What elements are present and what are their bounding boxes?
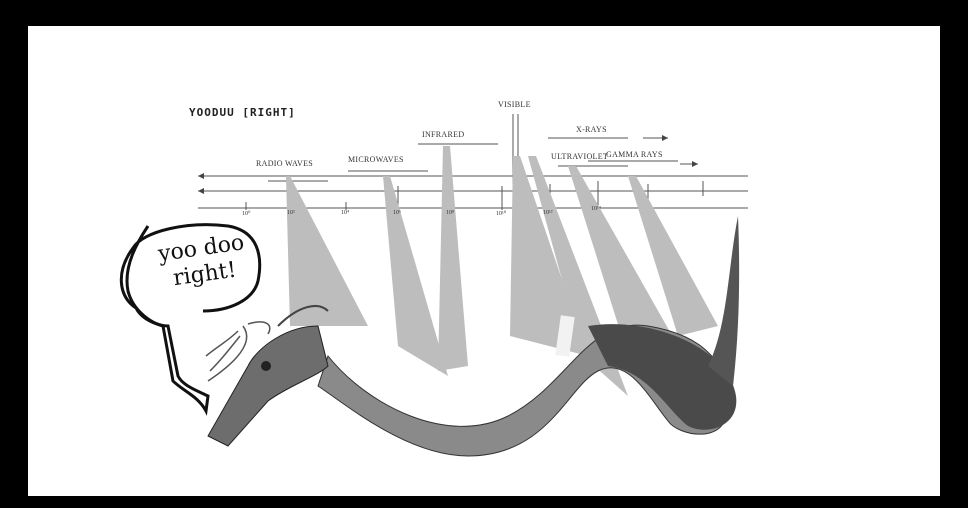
label-microwaves: MICROWAVES (348, 155, 404, 164)
label-visible: VISIBLE (498, 100, 531, 109)
label-infrared: INFRARED (422, 130, 464, 139)
tick-label: 10¹⁴ (591, 206, 601, 212)
tick-label: 10¹² (543, 210, 553, 216)
serpent-head (208, 326, 328, 446)
label-radio-waves: RADIO WAVES (256, 159, 313, 168)
tick-label: 10¹⁰ (496, 210, 506, 217)
tick-label: 10⁴ (341, 210, 349, 216)
label-gamma-rays: GAMMA RAYS (606, 150, 663, 159)
label-ultraviolet: ULTRAVIOLET (551, 152, 608, 161)
tick-label: 10⁸ (446, 210, 454, 216)
illustration-title: YOODUU [RIGHT] (189, 106, 296, 119)
illustration-canvas: YOODUU [RIGHT] RADIO WAVES MICROWAVES IN… (28, 26, 940, 496)
serpent-eye (261, 361, 271, 371)
tick-label: 10⁰ (242, 210, 250, 217)
label-xrays: X-RAYS (576, 125, 607, 134)
tick-label: 10² (287, 210, 295, 216)
serpent-tail-tip (708, 216, 739, 386)
tick-label: 10⁶ (393, 210, 401, 216)
